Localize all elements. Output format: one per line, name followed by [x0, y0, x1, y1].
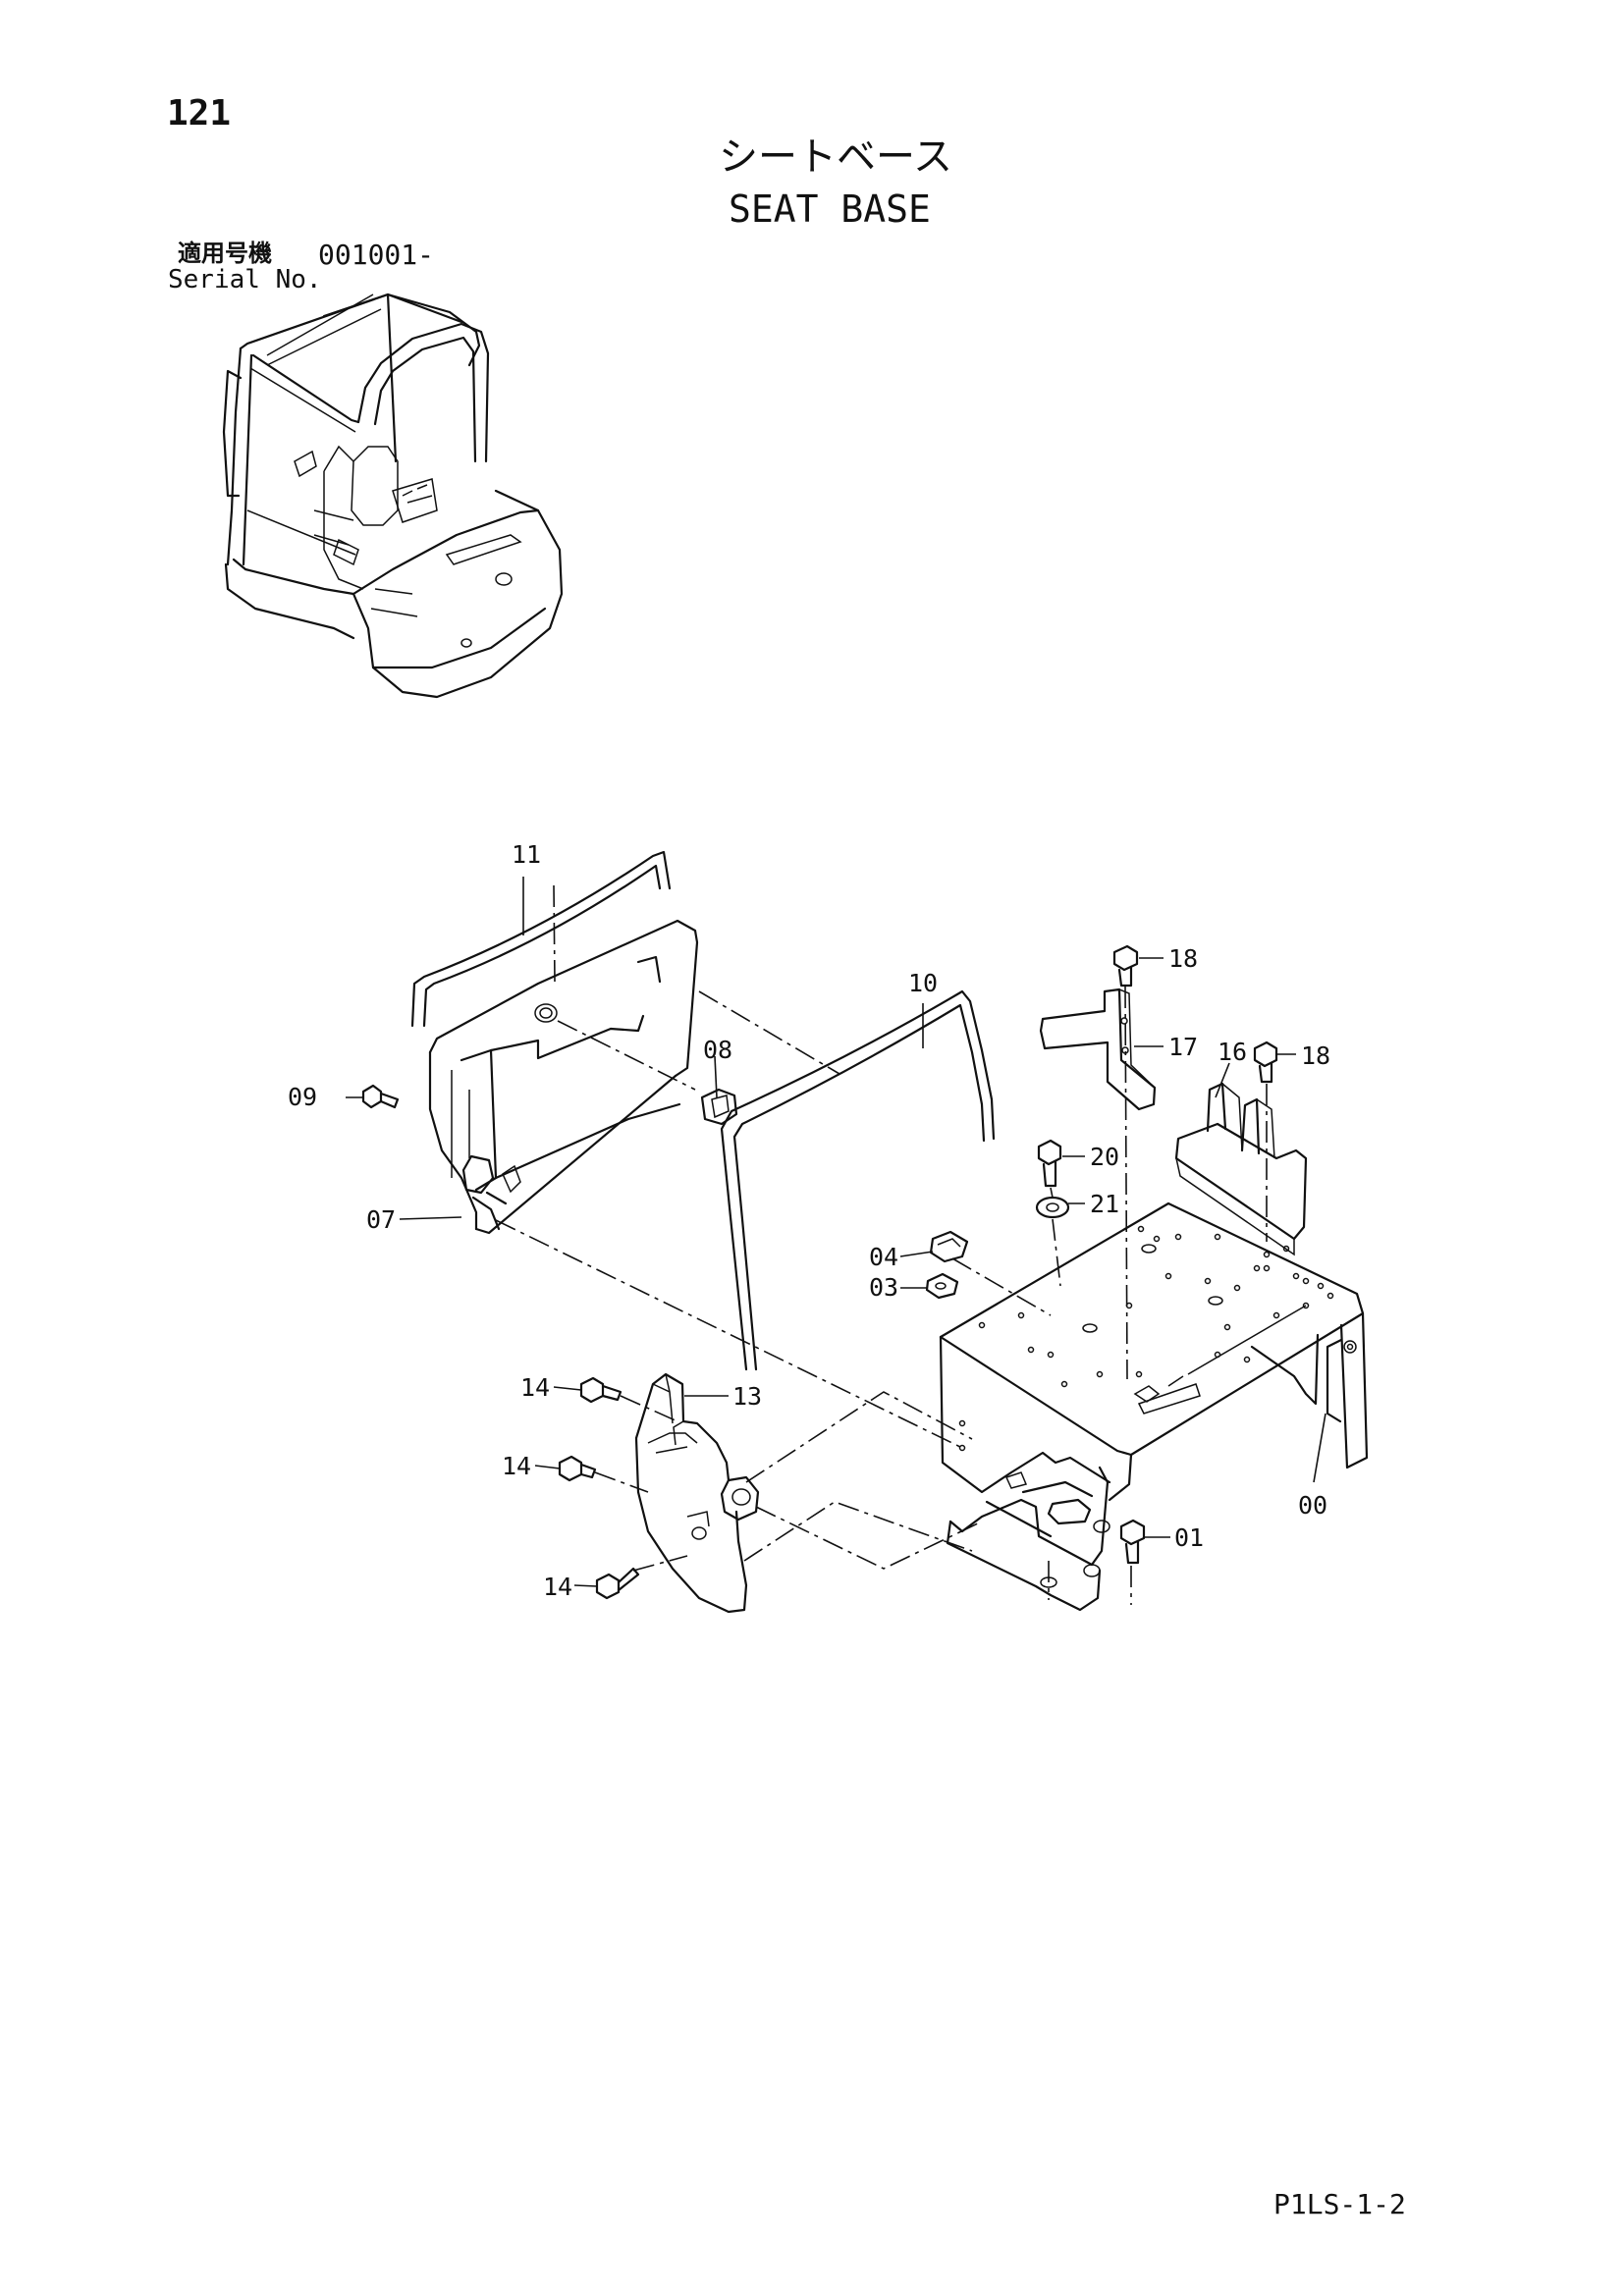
callout-00: 00 [1298, 1491, 1327, 1520]
part-00-seat-base [939, 1201, 1369, 1612]
callout-18-upper: 18 [1168, 944, 1198, 973]
doc-code: P1LS-1-2 [1273, 2188, 1406, 2220]
callout-17: 17 [1168, 1033, 1198, 1061]
part-14-bolt-1 [579, 1376, 623, 1404]
part-18-bolt-upper [1112, 944, 1139, 988]
part-09-bolt [361, 1084, 400, 1109]
part-11-seal [410, 850, 672, 1028]
part-18-bolt-lower [1253, 1041, 1278, 1084]
callout-13: 13 [732, 1382, 762, 1411]
part-01-bolt [1119, 1519, 1146, 1565]
callout-14-c: 14 [543, 1573, 572, 1601]
part-14-bolt-2 [558, 1455, 597, 1482]
callout-14-b: 14 [502, 1452, 531, 1480]
part-07-back-panel [428, 919, 699, 1235]
part-03-nut [925, 1272, 959, 1300]
callout-03: 03 [869, 1273, 898, 1302]
serial-value: 001001- [318, 239, 435, 271]
serial-label-en: Serial No. [168, 265, 322, 294]
callout-07: 07 [366, 1205, 396, 1234]
callout-04: 04 [869, 1243, 898, 1271]
serial-label-jp: 適用号機 [178, 240, 272, 267]
assembly-lines [495, 884, 1268, 1605]
callout-08: 08 [703, 1036, 732, 1064]
part-20-bolt [1037, 1139, 1062, 1188]
callout-21: 21 [1090, 1190, 1119, 1218]
callout-09: 09 [288, 1083, 317, 1111]
page-title-en: SEAT BASE [729, 187, 931, 231]
machine-overview-drawing [222, 293, 564, 699]
part-04-clip [929, 1230, 969, 1263]
page-title-jp: シートベース [719, 134, 952, 180]
part-10-seal [720, 989, 996, 1371]
callout-14-a: 14 [520, 1373, 550, 1402]
leader-lines [346, 877, 1326, 1587]
part-14-bolt-3 [595, 1567, 640, 1600]
callout-18-lower: 18 [1301, 1041, 1330, 1070]
callout-16: 16 [1218, 1038, 1247, 1066]
part-08-bumper [700, 1088, 738, 1126]
callout-20: 20 [1090, 1143, 1119, 1171]
callout-10: 10 [908, 969, 938, 997]
part-17-bracket [1039, 988, 1157, 1111]
callout-labels: 11 10 08 09 07 18 17 16 18 20 21 04 03 1… [288, 840, 1330, 1601]
part-16-bracket [1174, 1082, 1308, 1256]
callout-11: 11 [512, 840, 541, 869]
callout-01: 01 [1174, 1523, 1204, 1552]
page-number: 121 [167, 93, 232, 133]
part-21-washer [1035, 1196, 1070, 1219]
part-13-side-cover [634, 1372, 760, 1614]
